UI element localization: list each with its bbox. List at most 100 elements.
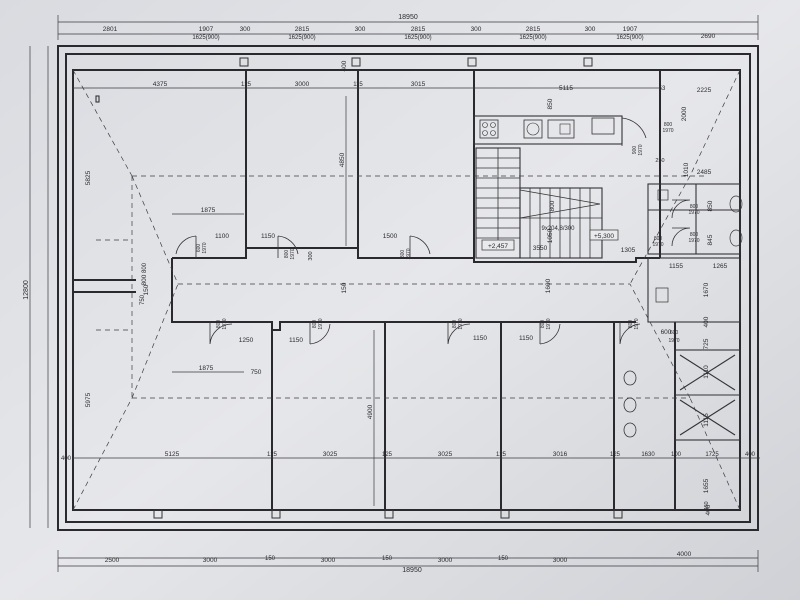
dim-1600: 1600 [545, 278, 552, 293]
door-label-4: 800 [312, 320, 318, 329]
dim-1655: 1655 [703, 478, 710, 493]
dim-1265: 1265 [713, 263, 728, 270]
dim-1875b: 1875 [199, 365, 214, 372]
door-label-6: 800 [540, 320, 546, 329]
dim-400a: 400 [341, 60, 348, 71]
dim-850: 850 [547, 98, 554, 109]
door-sub-4: 1970 [318, 318, 324, 329]
dim-row-bottom-10: 100 [671, 452, 682, 458]
dim-top-sub-4: 1625(900) [616, 35, 643, 41]
building-walls [57, 45, 759, 531]
level-label-b: +5,300 [594, 233, 614, 240]
staircase: +2,457 +5,300 9x204,8/300 [476, 148, 619, 258]
dim-2000: 2000 [681, 106, 688, 121]
dim-bottom-overall: 18950 [402, 567, 422, 574]
dim-bottom-1: 3000 [203, 557, 218, 564]
dim-bottom-5: 3000 [438, 557, 453, 564]
dim-1250: 1250 [239, 337, 254, 344]
dim-845: 845 [707, 234, 714, 245]
dim-4900: 4900 [367, 404, 374, 419]
door-label-1: 800 [284, 250, 290, 259]
door-sub-5: 1970 [458, 318, 464, 329]
dim-top-1: 1907 [199, 26, 214, 33]
post [153, 509, 163, 519]
door-label-7: 800 [628, 320, 634, 329]
door-sub-8: 1970 [662, 128, 673, 134]
post [351, 57, 361, 67]
dim-1115: 1115 [703, 413, 710, 427]
dim-row-bottom-3: 3025 [323, 451, 338, 458]
dim-460: 460 [704, 501, 710, 510]
dim-400c: 400 [703, 316, 710, 327]
dim-bottom-8: 4000 [677, 551, 692, 558]
bottom-dimension-chain: 2500 3000 150 3000 150 3000 150 3000 400… [57, 550, 759, 574]
door-label-5: 800 [452, 320, 458, 329]
top-dimension-chain: 18950 2801 1907 300 2815 300 2815 300 28… [57, 14, 759, 41]
dim-left-mid-0: 750 [140, 294, 146, 305]
dim-left-mid-1: 800 [142, 262, 148, 273]
dim-row-bottom-6: 125 [496, 452, 507, 458]
dim-250: 250 [655, 158, 664, 164]
door-label-13: 800 [690, 232, 699, 238]
dim-1150c: 1150 [473, 335, 487, 342]
dim-bottom-4: 150 [382, 556, 393, 562]
kitchen-fixtures [479, 117, 647, 146]
dim-top-sub-1: 1625(900) [288, 35, 315, 41]
dim-400b: 400 [705, 504, 712, 515]
door-sub-7: 1970 [634, 318, 640, 329]
dim-top-10: 2690 [701, 33, 716, 40]
dim-top-8: 300 [585, 26, 596, 33]
dim-1010: 1010 [683, 162, 690, 177]
dim-1100: 1100 [215, 233, 229, 240]
dim-1050: 1050 [547, 228, 554, 243]
dim-row-top-7: 2225 [697, 87, 712, 94]
dim-300: 300 [308, 251, 314, 260]
dim-top-4: 300 [355, 26, 366, 33]
level-label-a: +2,457 [488, 243, 508, 250]
dim-1670: 1670 [703, 282, 710, 297]
door-sub-1: 1970 [290, 248, 296, 259]
dim-600: 600 [661, 329, 672, 336]
dim-row-top-4: 3015 [411, 81, 426, 88]
dim-1305: 1305 [621, 247, 636, 254]
stair-label: 9x204,8/300 [541, 226, 575, 232]
dim-left-overall: 12800 [23, 280, 30, 300]
post [500, 509, 510, 519]
dim-row-top-1: 125 [241, 82, 252, 88]
dim-row-bottom-0: 400 [61, 456, 72, 462]
dim-1500: 1500 [383, 233, 398, 240]
dim-left-lower: 5975 [85, 392, 92, 407]
dim-2485: 2485 [697, 169, 712, 176]
door-sub-9: 1970 [638, 144, 644, 155]
dim-left-upper: 5825 [85, 170, 92, 185]
dim-row-bottom-7: 3016 [553, 451, 568, 458]
dashed-structure-lines [72, 69, 741, 511]
interior-dimensions: 1875 1875 1100 1150 1500 1250 1150 750 1… [141, 60, 728, 515]
door-sub-3: 1970 [222, 318, 228, 329]
door-label-8: 800 [664, 122, 673, 128]
dim-800: 800 [549, 200, 556, 211]
door-label-0: 600 [196, 244, 202, 253]
dim-bottom-6: 150 [498, 556, 509, 562]
dim-1155: 1155 [669, 263, 683, 270]
dim-row-bottom-5: 3025 [438, 451, 453, 458]
dim-top-overall: 18950 [398, 14, 418, 21]
dim-row-bottom-11: 1725 [705, 452, 719, 458]
post [583, 57, 593, 67]
door-sub-12: 1970 [688, 210, 699, 216]
dim-750: 750 [251, 369, 262, 376]
door-sub-2: 1970 [406, 248, 412, 259]
dim-1150b: 1150 [289, 337, 303, 344]
door-sub-6: 1970 [546, 318, 552, 329]
dim-top-9: 1907 [623, 26, 638, 33]
dim-1875a: 1875 [201, 207, 216, 214]
dim-top-3: 2815 [295, 26, 310, 33]
post [467, 57, 477, 67]
dim-top-sub-3: 1625(900) [519, 35, 546, 41]
post [384, 509, 394, 519]
door-sub-10: 1970 [652, 242, 663, 248]
dim-1150d: 1150 [519, 335, 533, 342]
dim-bottom-0: 2500 [105, 557, 120, 564]
dim-bottom-7: 3000 [553, 557, 568, 564]
dim-150: 150 [341, 282, 348, 293]
